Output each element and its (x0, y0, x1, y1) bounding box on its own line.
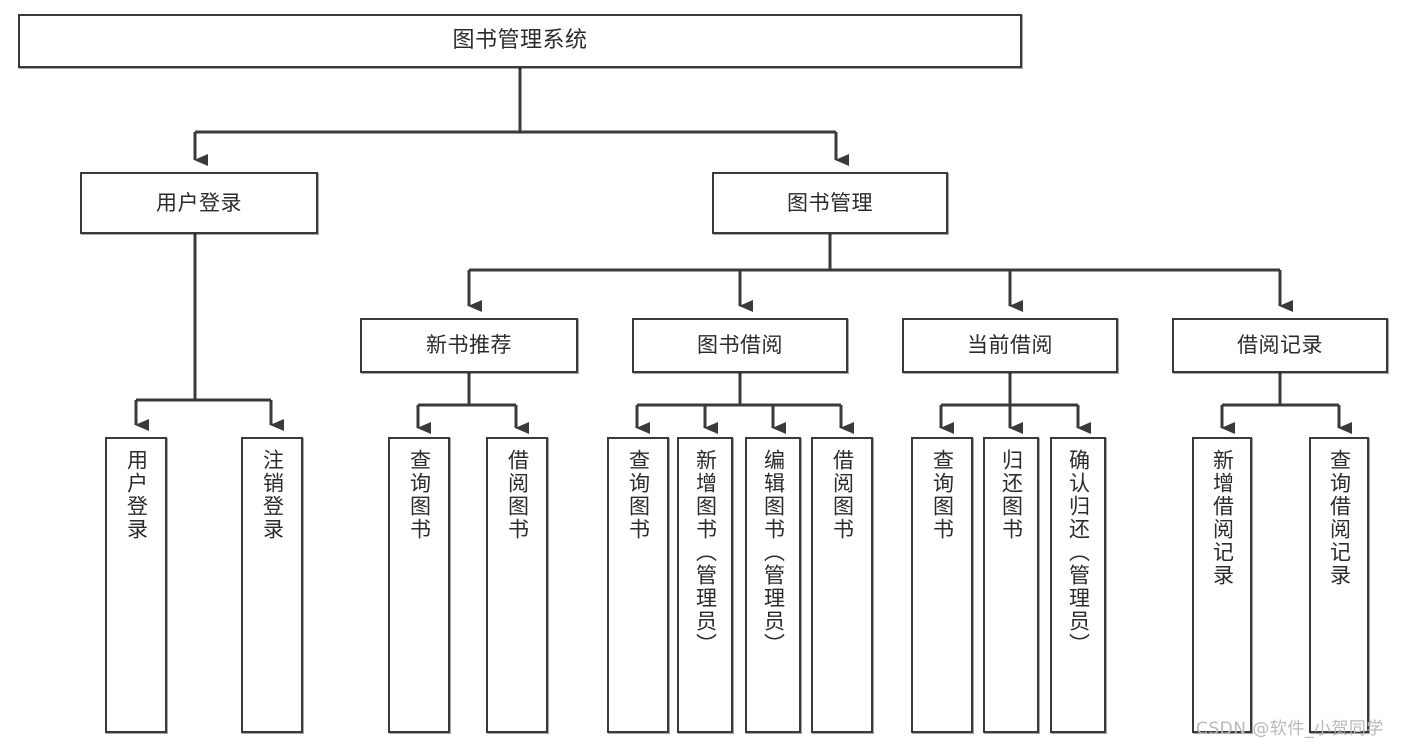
node-root[interactable]: 图书管理系统 (18, 14, 1022, 68)
node-leaf-confirm-return-label: 确认归还（管理员） (1066, 449, 1091, 656)
node-book-borrow-label: 图书借阅 (697, 333, 783, 358)
node-borrow-record[interactable]: 借阅记录 (1172, 318, 1388, 373)
node-leaf-edit-book-label: 编辑图书（管理员） (761, 449, 786, 656)
node-leaf-confirm-return[interactable]: 确认归还（管理员） (1050, 437, 1106, 733)
node-new-book-recommend-label: 新书推荐 (426, 333, 512, 358)
node-leaf-add-record[interactable]: 新增借阅记录 (1192, 437, 1252, 733)
node-leaf-query-record-label: 查询借阅记录 (1327, 449, 1352, 587)
node-user-login[interactable]: 用户登录 (80, 172, 318, 234)
node-leaf-query-book-3[interactable]: 查询图书 (911, 437, 973, 733)
node-new-book-recommend[interactable]: 新书推荐 (360, 318, 578, 373)
node-leaf-query-book-1[interactable]: 查询图书 (388, 437, 450, 733)
node-current-borrow[interactable]: 当前借阅 (902, 318, 1118, 373)
node-leaf-query-book-2[interactable]: 查询图书 (607, 437, 669, 733)
node-leaf-return-book[interactable]: 归还图书 (983, 437, 1039, 733)
node-leaf-query-book-3-label: 查询图书 (930, 449, 955, 541)
node-leaf-query-book-2-label: 查询图书 (626, 449, 651, 541)
node-user-login-label: 用户登录 (156, 190, 242, 215)
node-leaf-query-record[interactable]: 查询借阅记录 (1309, 437, 1369, 733)
node-leaf-add-book-label: 新增图书（管理员） (693, 449, 718, 656)
node-current-borrow-label: 当前借阅 (967, 333, 1053, 358)
node-leaf-logout-login-label: 注销登录 (260, 449, 285, 541)
node-leaf-user-login-label: 用户登录 (124, 449, 149, 541)
node-root-label: 图书管理系统 (452, 28, 588, 54)
node-leaf-borrow-book-1-label: 借阅图书 (505, 449, 530, 541)
node-leaf-borrow-book-2-label: 借阅图书 (830, 449, 855, 541)
node-leaf-add-book[interactable]: 新增图书（管理员） (677, 437, 733, 733)
node-leaf-query-book-1-label: 查询图书 (407, 449, 432, 541)
node-leaf-borrow-book-2[interactable]: 借阅图书 (811, 437, 873, 733)
node-leaf-user-login[interactable]: 用户登录 (105, 437, 167, 733)
node-leaf-edit-book[interactable]: 编辑图书（管理员） (745, 437, 801, 733)
node-leaf-return-book-label: 归还图书 (999, 449, 1024, 541)
node-leaf-borrow-book-1[interactable]: 借阅图书 (486, 437, 548, 733)
node-book-borrow[interactable]: 图书借阅 (632, 318, 848, 373)
node-book-manage[interactable]: 图书管理 (712, 172, 948, 234)
node-borrow-record-label: 借阅记录 (1237, 333, 1323, 358)
csdn-watermark: CSDN @软件_小贺同学 (1196, 719, 1384, 739)
node-book-manage-label: 图书管理 (787, 190, 873, 215)
node-leaf-add-record-label: 新增借阅记录 (1210, 449, 1235, 587)
node-leaf-logout-login[interactable]: 注销登录 (241, 437, 303, 733)
